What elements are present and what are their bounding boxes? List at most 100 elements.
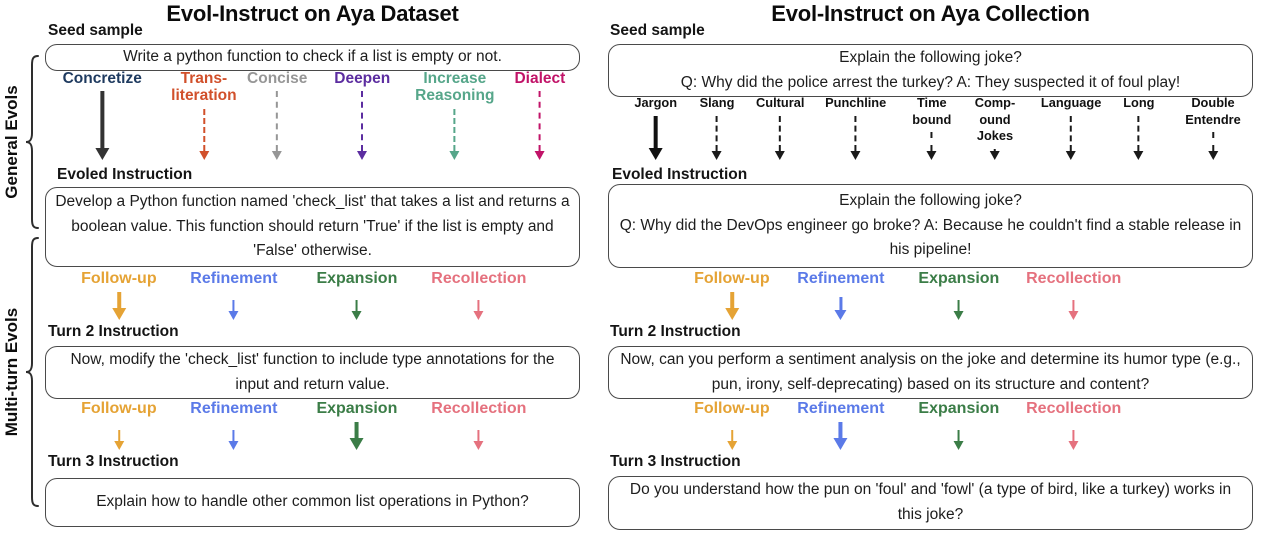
evol-label: Expansion xyxy=(918,400,1000,417)
general-evols-side-label: General Evols xyxy=(2,85,21,199)
evol-label: Long xyxy=(1123,95,1155,110)
evol-language: Language xyxy=(1041,95,1101,160)
evol-concise: Concise xyxy=(247,70,307,160)
turn2-evols-row: Follow-up Refinement Expansion Recollect… xyxy=(608,270,1253,320)
down-arrow xyxy=(926,132,937,160)
turn3-instruction-label: Turn 3 Instruction xyxy=(48,453,179,470)
evol-label: Punchline xyxy=(825,95,887,110)
down-arrow xyxy=(449,108,460,160)
evol-follow-up: Follow-up xyxy=(81,400,157,450)
down-arrow xyxy=(712,115,722,160)
down-arrow xyxy=(775,115,786,160)
evol-recollection: Recollection xyxy=(431,400,526,450)
down-arrow xyxy=(198,108,209,160)
multi-turn-evols-side-label: Multi-turn Evols xyxy=(2,307,21,437)
evol-follow-up: Follow-up xyxy=(81,270,157,320)
turn3-evols-row: Follow-up Refinement Expansion Recollect… xyxy=(608,400,1253,450)
turn3-instruction-box: Do you understand how the pun on 'foul' … xyxy=(608,476,1253,530)
evol-label: Trans- literation xyxy=(171,70,237,105)
evol-refinement: Refinement xyxy=(797,400,884,450)
seed-sample-text: Write a python function to check if a li… xyxy=(123,48,502,66)
down-arrow xyxy=(228,292,239,320)
down-arrow xyxy=(648,115,663,160)
evol-label: Recollection xyxy=(1026,400,1122,417)
seed-sample-box: Write a python function to check if a li… xyxy=(45,44,580,71)
down-arrow xyxy=(1208,132,1218,160)
turn2-instruction-label: Turn 2 Instruction xyxy=(48,323,179,340)
turn2-instruction-box: Now, can you perform a sentiment analysi… xyxy=(608,346,1253,399)
down-arrow xyxy=(113,422,124,450)
turn3-instruction-box: Explain how to handle other common list … xyxy=(45,478,580,527)
evol-refinement: Refinement xyxy=(190,270,277,320)
turn2-instruction-label: Turn 2 Instruction xyxy=(610,323,741,340)
evoled-instruction-label: Evoled Instruction xyxy=(57,166,193,183)
evol-expansion: Expansion xyxy=(918,270,999,320)
down-arrow xyxy=(953,422,964,450)
evoled-instruction-box: Explain the following joke? Q: Why did t… xyxy=(608,184,1253,268)
evol-slang: Slang xyxy=(699,95,735,160)
turn2-instruction-box: Now, modify the 'check_list' function to… xyxy=(45,346,580,399)
evol-label: Refinement xyxy=(190,270,278,287)
turn2-instruction-text: Now, modify the 'check_list' function to… xyxy=(70,350,555,393)
panel-aya-collection: Evol-Instruct on Aya Collection Seed sam… xyxy=(608,0,1253,535)
evol-label: Recollection xyxy=(431,270,527,287)
evol-label: Expansion xyxy=(316,270,398,287)
evol-label: Recollection xyxy=(1026,270,1122,287)
evol-label: Follow-up xyxy=(694,400,770,417)
panel-title: Evol-Instruct on Aya Dataset xyxy=(166,1,459,26)
down-arrow xyxy=(1133,115,1144,160)
evol-follow-up: Follow-up xyxy=(694,400,770,450)
evol-label: Follow-up xyxy=(81,270,157,287)
evol-concretize: Concretize xyxy=(63,70,142,160)
evoled-instruction-box: Develop a Python function named 'check_l… xyxy=(45,187,580,267)
panel-aya-dataset: Evol-Instruct on Aya Dataset Seed sample… xyxy=(45,0,580,535)
evol-refinement: Refinement xyxy=(797,270,884,320)
evol-label: Jargon xyxy=(634,95,678,110)
evol-jargon: Jargon xyxy=(634,95,677,160)
evol-label: Follow-up xyxy=(81,400,157,417)
down-arrow xyxy=(850,115,861,160)
evol-compound-jokes: Comp- ound Jokes xyxy=(974,95,1016,160)
turn3-instruction-label: Turn 3 Instruction xyxy=(610,453,741,470)
down-arrow xyxy=(95,91,110,160)
evoled-instruction-label: Evoled Instruction xyxy=(612,166,748,183)
evol-label: Time bound xyxy=(912,95,952,127)
down-arrow xyxy=(473,292,484,320)
seed-sample-box: Explain the following joke? Q: Why did t… xyxy=(608,44,1253,97)
evoled-instruction-text: Explain the following joke? Q: Why did t… xyxy=(619,191,1242,259)
evol-label: Concretize xyxy=(62,70,142,87)
evol-label: Expansion xyxy=(316,400,398,417)
evol-label: Cultural xyxy=(756,95,805,110)
evol-expansion: Expansion xyxy=(918,400,999,450)
evol-transliteration: Trans- literation xyxy=(171,70,237,160)
down-arrow xyxy=(351,292,362,320)
evol-label: Refinement xyxy=(190,400,278,417)
evol-refinement: Refinement xyxy=(190,400,277,450)
panel-title: Evol-Instruct on Aya Collection xyxy=(771,1,1090,26)
evol-increase-reasoning: Increase Reasoning xyxy=(415,70,494,160)
down-arrow xyxy=(1068,292,1079,320)
general-evols-brace xyxy=(25,55,39,229)
evol-label: Expansion xyxy=(918,270,1000,287)
down-arrow xyxy=(989,148,1000,160)
down-arrow xyxy=(272,91,283,160)
general-evols-row: Concretize Trans- literation Concise Dee… xyxy=(45,70,580,160)
evol-label: Comp- ound Jokes xyxy=(974,95,1016,144)
evol-label: Slang xyxy=(699,95,735,110)
evol-label: Language xyxy=(1040,95,1102,110)
evol-long: Long xyxy=(1123,95,1154,160)
seed-sample-label: Seed sample xyxy=(610,22,705,39)
down-arrow xyxy=(724,292,739,320)
down-arrow xyxy=(726,422,737,450)
evol-label: Deepen xyxy=(334,70,391,87)
turn2-evols-row: Follow-up Refinement Expansion Recollect… xyxy=(45,270,580,320)
evol-deepen: Deepen xyxy=(334,70,390,160)
evol-label: Recollection xyxy=(431,400,527,417)
seed-sample-text: Explain the following joke? Q: Why did t… xyxy=(680,49,1181,91)
down-arrow xyxy=(834,292,847,320)
seed-sample-label: Seed sample xyxy=(48,22,143,39)
down-arrow xyxy=(1068,422,1079,450)
evol-label: Dialect xyxy=(514,70,566,87)
evol-expansion: Expansion xyxy=(316,270,397,320)
